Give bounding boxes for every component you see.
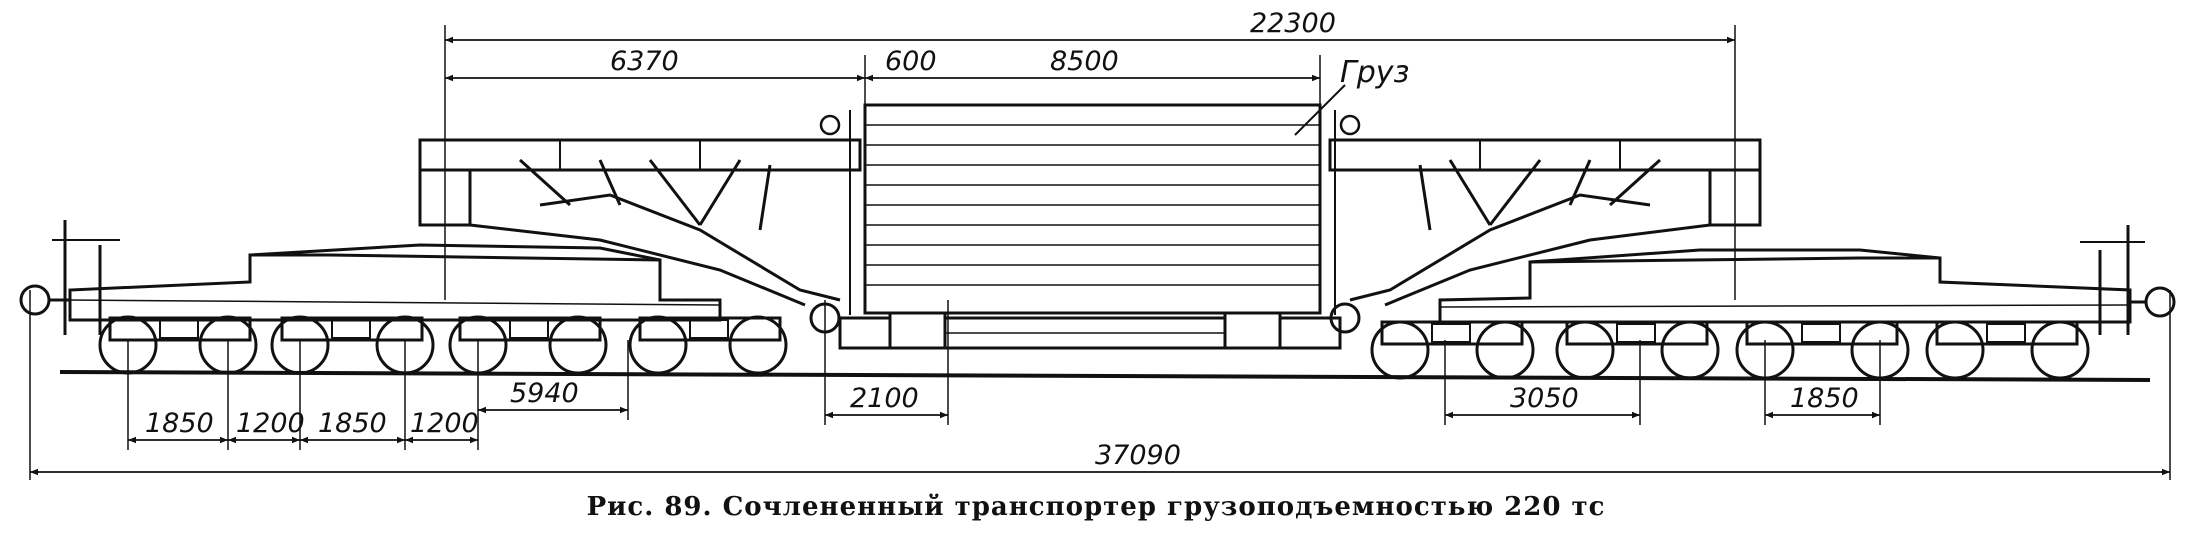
left-lifting-eye-icon	[819, 114, 841, 136]
rail-line	[59, 370, 2151, 382]
dim-1850-left-1: 1850	[145, 408, 214, 439]
extension-lines	[29, 25, 2171, 480]
cargo-label: Груз	[1340, 55, 1409, 90]
left-coupler-icon	[19, 284, 51, 316]
dim-3050: 3050	[1510, 383, 1579, 414]
left-bogies	[98, 315, 788, 375]
dim-8500: 8500	[1050, 46, 1119, 77]
dim-1200-left-1: 1200	[236, 408, 305, 439]
figure-caption: Рис. 89. Сочлененный транспортер грузопо…	[587, 492, 1606, 522]
dim-5940: 5940	[510, 378, 579, 409]
dim-37090: 37090	[1095, 440, 1181, 471]
dim-6370: 6370	[610, 46, 679, 77]
dim-22300: 22300	[1250, 8, 1336, 39]
left-truss	[418, 138, 862, 307]
cargo-label-leader	[1294, 84, 1346, 136]
right-truss	[1328, 138, 1762, 307]
dim-1200-left-2: 1200	[410, 408, 479, 439]
dim-1850-right: 1850	[1790, 383, 1859, 414]
right-bogies	[1370, 320, 2090, 380]
dim-2100: 2100	[850, 383, 919, 414]
dim-600: 600	[885, 46, 937, 77]
right-lifting-eye-icon	[1339, 114, 1361, 136]
cargo-body	[849, 103, 1336, 315]
dimension-lines	[30, 36, 2170, 476]
right-frame	[1438, 225, 2145, 335]
middle-lower-beam	[838, 311, 1342, 350]
dim-1850-left-2: 1850	[318, 408, 387, 439]
